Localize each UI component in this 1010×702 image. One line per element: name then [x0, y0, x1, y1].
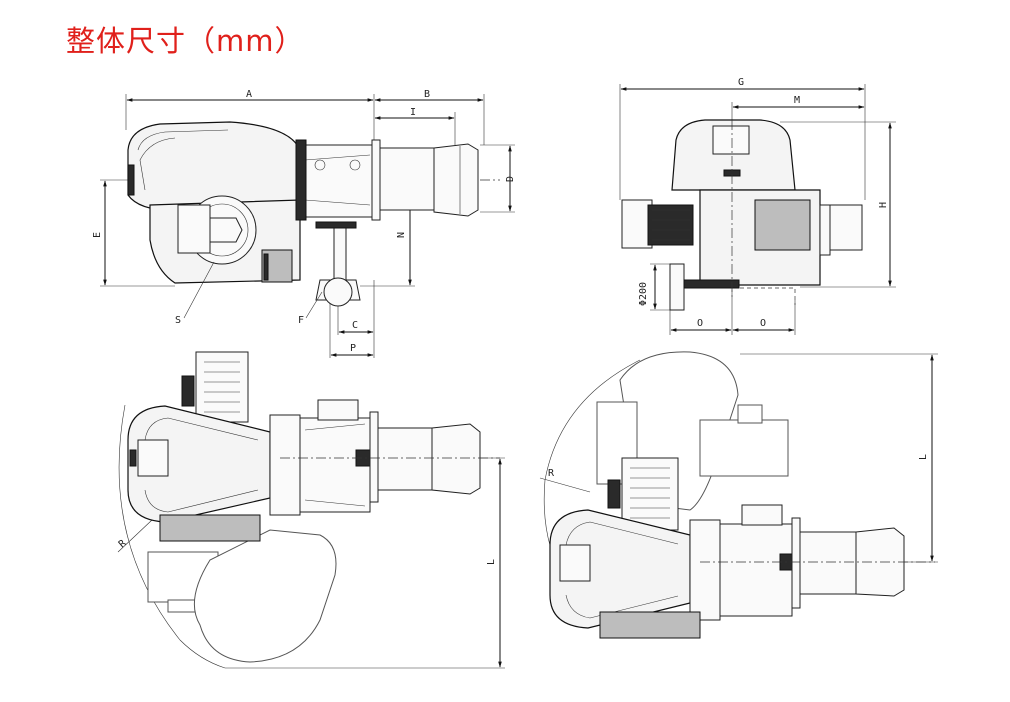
side-view: A B I D E N C P [92, 89, 516, 358]
dim-label-g: G [738, 77, 744, 88]
dim-label-p: P [350, 343, 356, 354]
top-view-left: R L [117, 351, 505, 669]
dim-label-n: N [396, 232, 407, 238]
dim-label-o2: O [760, 318, 766, 329]
dim-label-e: E [92, 232, 103, 238]
top-view-right: R L [539, 351, 938, 639]
dim-label-a: A [246, 89, 252, 100]
dim-label-h: H [878, 202, 889, 208]
page-title: 整体尺寸（mm） [66, 24, 305, 58]
dim-label-d: D [505, 176, 516, 182]
dim-label-f: F [298, 315, 304, 326]
dim-label-m: M [794, 95, 800, 106]
front-view: G M H Φ200 O O [619, 77, 896, 335]
dim-label-o1: O [697, 318, 703, 329]
dim-label-l2: L [918, 454, 929, 460]
dim-label-r2: R [548, 468, 555, 479]
dim-label-i: I [410, 107, 416, 118]
dim-label-b: B [424, 89, 430, 100]
dim-label-l1: L [486, 559, 497, 565]
dim-label-r1: R [117, 537, 129, 550]
dim-label-phi200: Φ200 [638, 282, 649, 306]
dim-label-s: S [175, 315, 181, 326]
dim-label-c: C [352, 320, 358, 331]
